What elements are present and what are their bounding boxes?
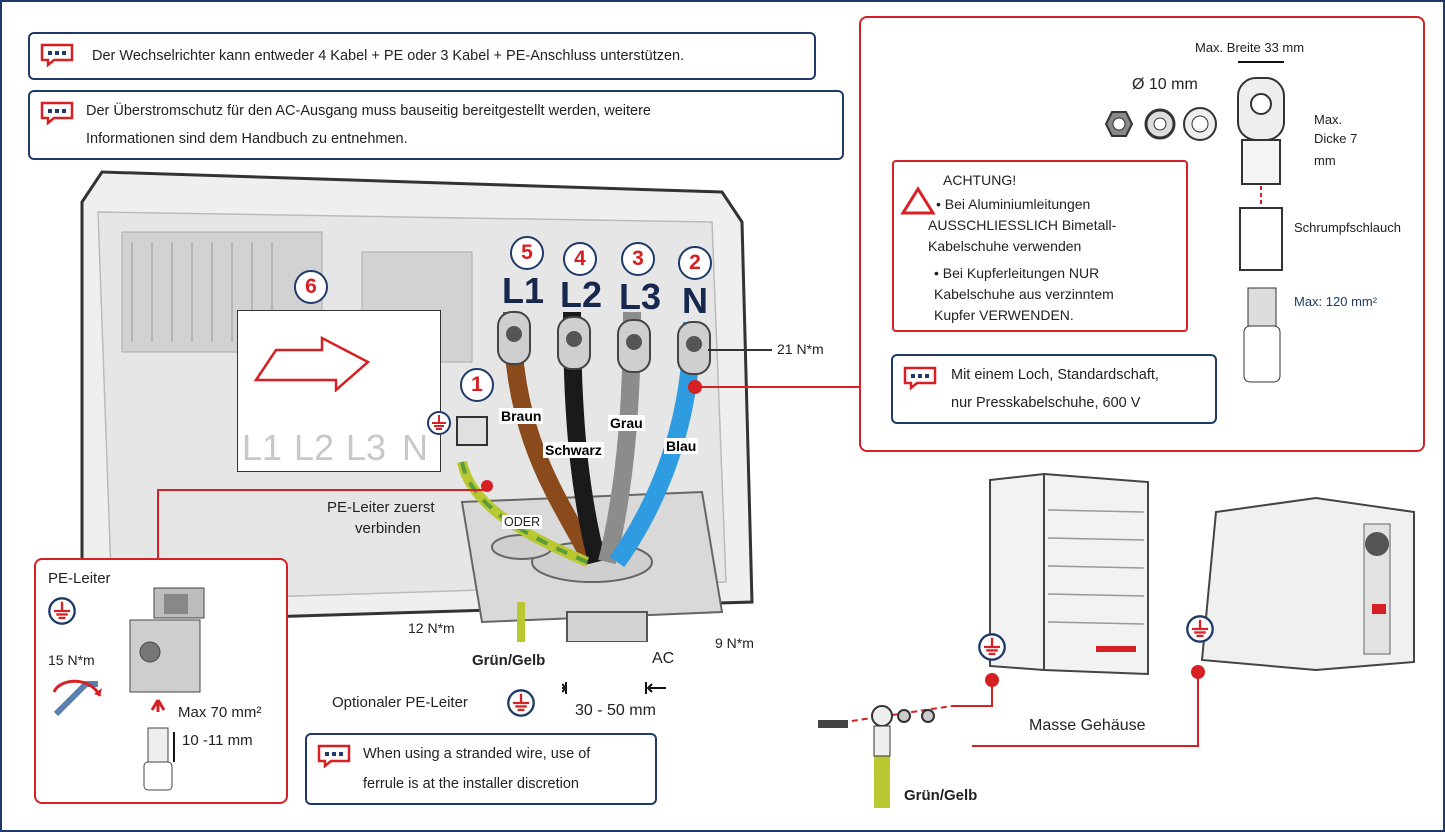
- warning-triangle-icon: [900, 186, 936, 215]
- wire-label-braun: Braun: [499, 408, 544, 424]
- note-cable-support: Der Wechselrichter kann entweder 4 Kabel…: [28, 32, 816, 80]
- cable-diameter-dimension: [562, 682, 666, 694]
- wire-label-blau: Blau: [664, 438, 699, 454]
- chat-note-icon: [317, 744, 351, 768]
- note-text-line1: Der Überstromschutz für den AC-Ausgang m…: [86, 103, 651, 119]
- warning-title: ACHTUNG!: [943, 172, 1017, 188]
- pe-first-line1: PE-Leiter zuerst: [327, 499, 435, 516]
- pe-box-title: PE-Leiter: [48, 570, 111, 587]
- connection-box-illustration: [80, 170, 754, 642]
- lug-max-thickness-2: Dicke 7: [1314, 131, 1358, 146]
- note-text-line2: nur Presskabelschuhe, 600 V: [951, 395, 1141, 411]
- step-4-marker: 4: [563, 242, 597, 276]
- note-lug: Mit einem Loch, Standardschaft, nur Pres…: [891, 354, 1217, 424]
- pe-connector-line: [157, 489, 487, 491]
- phase-label-n: N: [682, 280, 708, 321]
- note-text: Der Wechselrichter kann entweder 4 Kabel…: [92, 48, 685, 64]
- masse-gehaeuse-label: Masse Gehäuse: [1029, 717, 1146, 734]
- warning-box: [892, 160, 1188, 332]
- step-3-marker: 3: [621, 242, 655, 276]
- note-text-line2: ferrule is at the installer discretion: [363, 776, 579, 792]
- warning-item1-line3: Kabelschuhe verwenden: [928, 238, 1082, 254]
- phase-label-l1: L1: [502, 270, 545, 311]
- cable-range-label: 30 - 50 mm: [575, 702, 656, 719]
- step-5-marker: 5: [510, 236, 544, 270]
- chat-note-icon: [903, 366, 937, 390]
- phase-label-l3: L3: [619, 276, 662, 317]
- warning-item1-line2: AUSSCHLIESSLICH Bimetall-: [928, 217, 1117, 233]
- nut-washer-icons: [1104, 107, 1217, 141]
- step-2-marker: 2: [678, 246, 712, 280]
- lug-callout-dot: [688, 380, 702, 394]
- pe-box-torque: 15 N*m: [48, 652, 95, 668]
- safety-switch-illustration: [1200, 496, 1415, 672]
- ac-label: AC: [652, 650, 675, 667]
- chat-note-icon: [40, 101, 74, 125]
- ground-symbol-icon: [427, 411, 451, 435]
- lug-max-thickness-1: Max.: [1314, 112, 1343, 127]
- step-6-marker: 6: [294, 270, 328, 304]
- step-1-marker: 1: [460, 368, 494, 402]
- lug-max-width: Max. Breite 33 mm: [1195, 40, 1305, 55]
- board-label-l3: L3: [346, 427, 387, 468]
- shrink-tube-label: Schrumpfschlauch: [1294, 220, 1401, 235]
- ground-symbol-icon: [978, 633, 1006, 661]
- torque-terminals: 21 N*m: [777, 341, 824, 357]
- torque-gland-pe: 12 N*m: [408, 620, 455, 636]
- phase-label-l2: L2: [560, 274, 603, 315]
- warning-item2-line2: Kabelschuhe aus verzinntem: [934, 286, 1114, 302]
- warning-item2-line1: • Bei Kupferleitungen NUR: [934, 265, 1100, 281]
- pe-box-max-area: Max 70 mm²: [178, 704, 262, 721]
- pe-connector-line-vertical: [157, 489, 159, 559]
- warning-item2-line3: Kupfer VERWENDEN.: [934, 307, 1074, 323]
- ground-symbol-icon: [507, 689, 535, 717]
- ferrule-icon: [143, 699, 175, 791]
- optional-pe-label: Optionaler PE-Leiter: [332, 694, 468, 711]
- ground-wiring-lines: [818, 665, 1205, 808]
- ground-symbol-icon: [48, 597, 76, 625]
- pe-terminal-block: [129, 587, 205, 693]
- note-text-line1: Mit einem Loch, Standardschaft,: [951, 367, 1159, 383]
- torque-leader-line: [708, 349, 772, 351]
- wire-label-grau: Grau: [608, 415, 645, 431]
- board-label-l2: L2: [294, 427, 335, 468]
- wire-label-schwarz: Schwarz: [543, 442, 604, 458]
- note-ferrule: When using a stranded wire, use of ferru…: [305, 733, 657, 805]
- lug-max-area: Max: 120 mm²: [1294, 294, 1378, 309]
- note-text-line2: Informationen sind dem Handbuch zu entne…: [86, 131, 408, 147]
- lug-connector-line: [696, 386, 861, 388]
- ground-wire-label: Grün/Gelb: [904, 787, 978, 804]
- inverter-illustration: [989, 472, 1149, 676]
- board-label-n: N: [402, 427, 428, 468]
- ground-symbol-icon: [1186, 615, 1214, 643]
- board-label-l1: L1: [242, 427, 283, 468]
- pe-first-line2: verbinden: [355, 520, 421, 537]
- lug-diameter: Ø 10 mm: [1132, 76, 1198, 93]
- wire-label-gruen-gelb: Grün/Gelb: [472, 652, 546, 669]
- torque-gland-ac: 9 N*m: [715, 635, 754, 651]
- lug-max-thickness-3: mm: [1314, 153, 1336, 168]
- hex-key-icon: [52, 679, 102, 717]
- cover-plate: [237, 310, 441, 472]
- note-text-line1: When using a stranded wire, use of: [363, 746, 591, 762]
- cable-lug-diagram: [1237, 61, 1285, 383]
- chat-note-icon: [40, 43, 74, 67]
- oder-label: ODER: [502, 515, 543, 529]
- warning-item1-line1: • Bei Aluminiumleitungen: [936, 196, 1091, 212]
- note-overcurrent: Der Überstromschutz für den AC-Ausgang m…: [28, 90, 844, 160]
- remove-cover-arrow-icon: [253, 335, 371, 392]
- pe-box-strip-length: 10 -11 mm: [182, 732, 253, 749]
